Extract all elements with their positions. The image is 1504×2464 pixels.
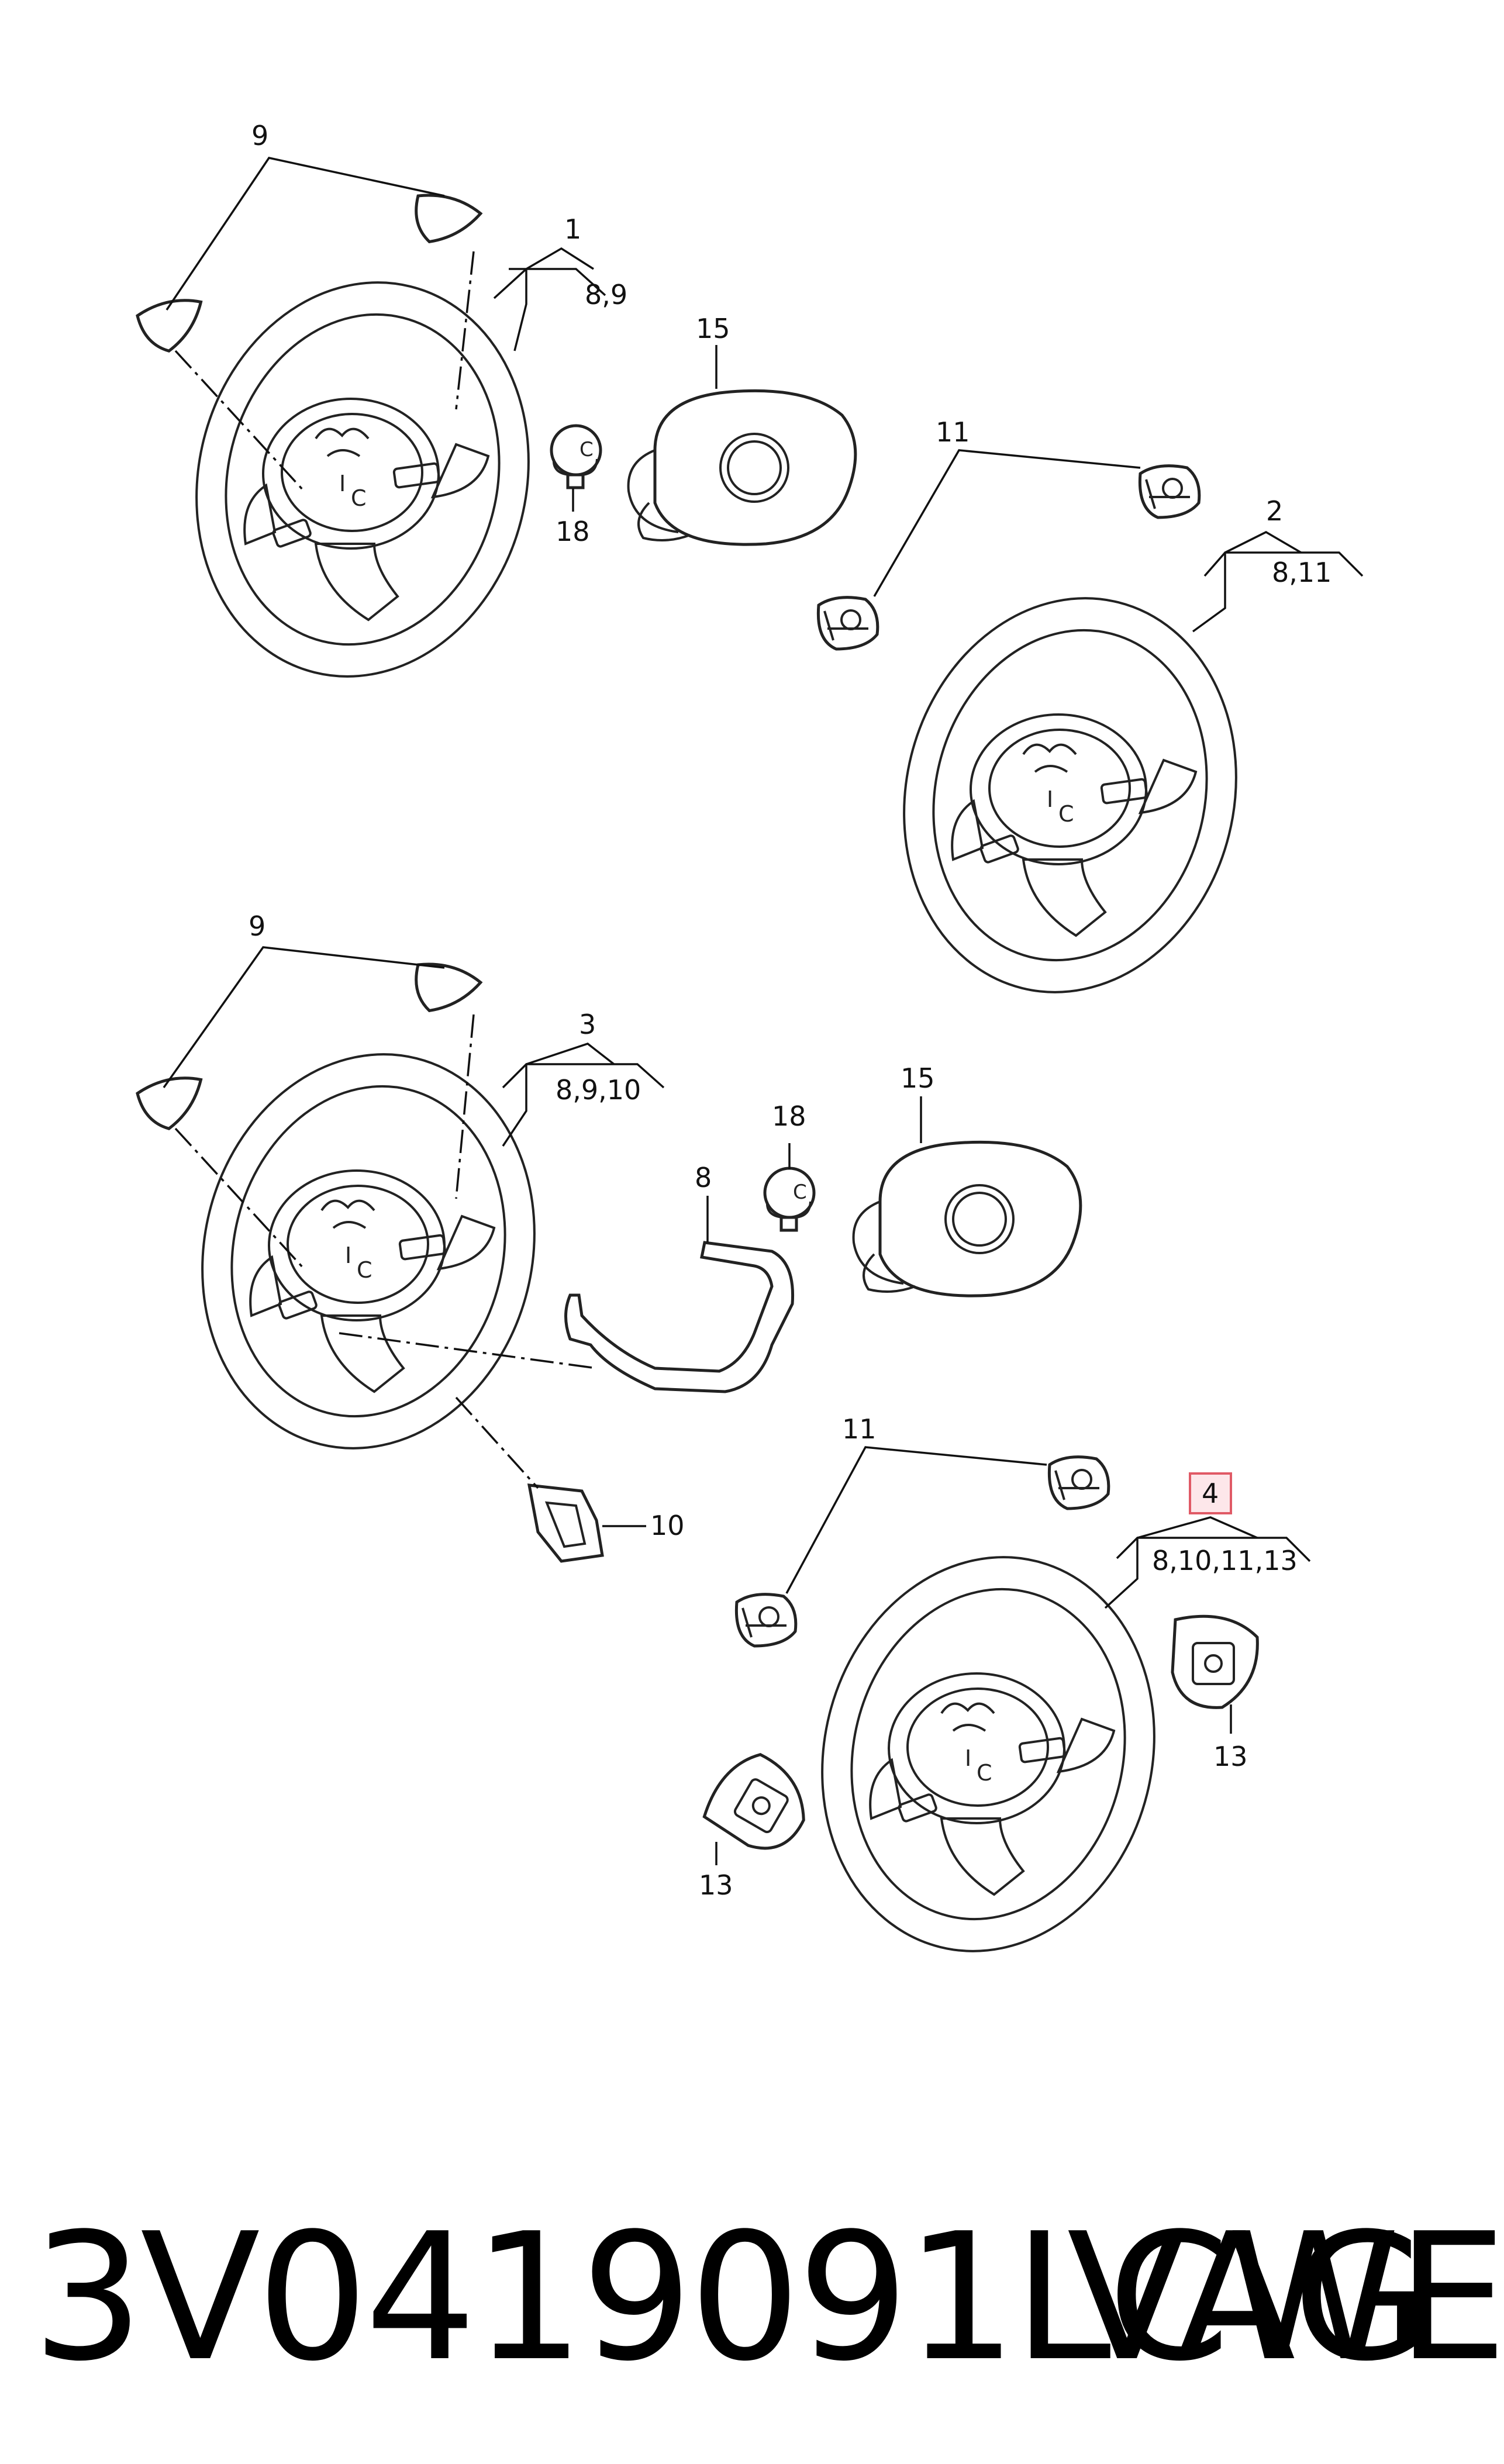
callout-11-a: 11 [936,416,970,448]
switch-11-left-a [818,598,877,649]
brand-label: VAG [1067,2196,1429,2400]
footer: 3V0419091LCWE VAG [0,2187,1504,2409]
bolt-18-a [551,426,601,488]
callout-13-a: 13 [1213,1741,1248,1772]
callout-3: 3 [579,1009,596,1040]
wheel-2 [862,561,1278,1029]
callout-9-b: 9 [249,910,265,942]
trim-cover-left-3 [136,1069,213,1135]
wheel-3 [160,1017,577,1485]
callout-4-sub: 8,10,11,13 [1152,1545,1298,1576]
switch-11-left-b [736,1595,795,1646]
callout-2-sub: 8,11 [1272,557,1331,588]
part-number: 3V0419091LCWE [32,2196,1504,2400]
trim-cover-right-1 [412,193,482,249]
callout-15-a: 15 [696,313,730,344]
callout-18-b: 18 [772,1100,806,1132]
callout-15-b: 15 [901,1062,935,1094]
switch-11-right-a [1140,466,1199,517]
steering-wheel-parts-diagram: I C C [0,120,1364,1988]
callout-1: 1 [564,213,581,245]
wheel-1 [154,246,571,713]
callout-3-sub: 8,9,10 [556,1074,641,1106]
wheel-4 [780,1520,1196,1988]
rear-cover-13-right [1172,1616,1257,1707]
switch-11-right-b [1049,1457,1108,1509]
callout-18-a: 18 [556,516,590,547]
bolt-18-b [765,1168,814,1230]
callout-9-a: 9 [251,120,268,151]
airbag-15-b [854,1142,1081,1296]
callout-4: 4 [1202,1478,1219,1509]
airbag-15-a [629,391,856,544]
callout-2: 2 [1266,495,1283,527]
callout-4-highlight-box [1189,1472,1232,1514]
trim-cover-right-3 [412,962,482,1017]
callout-11-b: 11 [842,1413,877,1445]
rear-cover-13-left [700,1744,822,1863]
callout-1-sub: 8,9 [585,279,627,310]
callout-13-b: 13 [699,1869,733,1901]
callout-8: 8 [695,1162,712,1193]
trim-cover-left-1 [136,291,213,357]
callout-10: 10 [650,1510,685,1541]
